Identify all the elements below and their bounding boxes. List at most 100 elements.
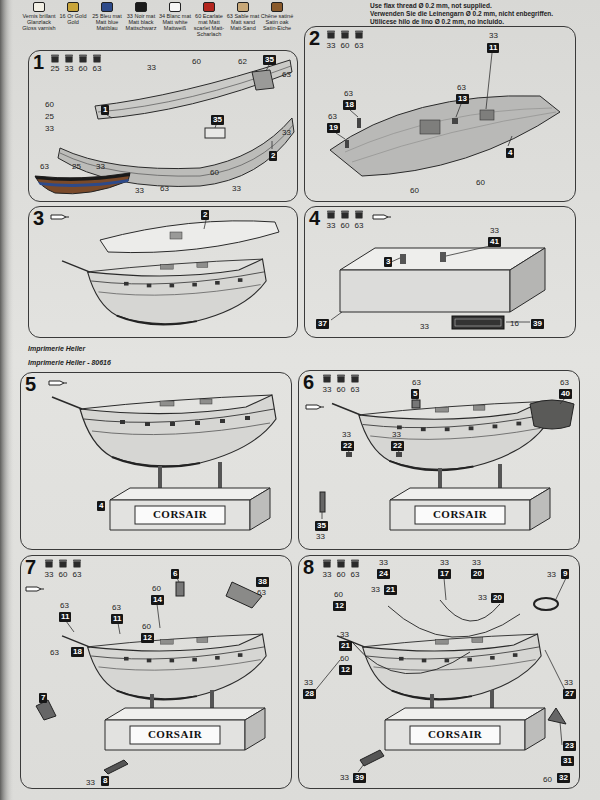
paint-number: 60 [410,186,419,196]
part-number: 31 [563,756,572,765]
step-panel: 2 11 18 19 13 4 [304,26,576,202]
legend-item: 60 Ecarlate mat Matt scarlet Matt-Scharl… [192,0,226,37]
part-callout: 35 [315,521,328,531]
part-number: 2 [271,151,275,160]
part-callout: 13 [456,94,469,104]
part-callout: 23 [563,741,576,751]
paint-number: 63 [351,385,360,395]
paint-number: 33 [45,570,54,580]
part-number: 2 [203,210,207,219]
paint-number: 62 [238,57,247,67]
part-number: 12 [341,665,350,674]
part-callout: 11 [111,614,123,624]
legend-item: 25 Bleu mat Matt blue Mattblau [90,0,124,31]
part-callout: 11 [487,43,499,53]
part-callout: 4 [506,148,514,158]
paint-swatch [33,2,45,12]
step-number: 2 [309,27,320,49]
paint-number: 60 [59,570,68,580]
paint-number: 25 [45,112,54,122]
paint-number: 63 [160,184,169,194]
part-callout: 39 [353,773,366,783]
nameplate-text: CORSAIR [153,508,207,521]
part-callout: 9 [561,569,569,579]
paint-number: 63 [73,570,82,580]
part-number: 41 [490,237,499,246]
paint-number: 60 [210,168,219,178]
legend-text: Vernis brillant Glanzlack Gloss varnish [22,13,56,31]
legend-text: 16 Or Gold Gold [56,13,90,25]
paint-number: 60 [337,570,346,580]
legend-text: 34 Blanc mat Matt white Mattweiß [158,13,192,31]
part-number: 1 [103,105,107,114]
part-number: 14 [153,595,162,604]
paint-number: 60 [152,584,161,594]
thread-note: Utilicese hilo de lino Ø 0.2 mm, no incl… [370,18,504,26]
paint-number: 63 [560,378,569,388]
part-callout: 40 [559,389,572,399]
part-callout: 3 [384,257,392,267]
paint-number: 33 [86,778,95,788]
step-number: 3 [33,207,44,229]
part-number: 40 [561,389,570,398]
legend-item: 34 Blanc mat Matt white Mattweiß [158,0,192,31]
part-callout: 41 [488,237,501,247]
step-number: 1 [33,51,44,73]
part-callout: 32 [557,773,570,783]
legend-text: Chêne satiné Satin oak Satin-Eiche [260,13,294,31]
part-number: 22 [393,441,402,450]
paint-number: 33 [564,678,573,688]
part-number: 12 [335,601,344,610]
paint-number: 33 [327,221,336,231]
part-callout: 22 [391,441,404,451]
nameplate-text: CORSAIR [148,728,202,741]
legend-text: 63 Sable mat Matt sand Matt-Sand [226,13,260,31]
paint-number: 60 [192,57,201,67]
paint-number: 63 [50,648,59,658]
part-callout: 37 [316,319,329,329]
part-number: 4 [99,501,103,510]
part-number: 9 [563,569,567,578]
part-number: 32 [559,773,568,782]
paint-number: 60 [334,590,343,600]
part-callout: 14 [151,595,164,605]
part-callout: 19 [327,123,340,133]
paint-number: 33 [420,322,429,332]
paint-number: 33 [282,128,291,138]
part-number: 35 [317,521,326,530]
paint-number: 33 [96,162,105,172]
part-number: 39 [355,773,364,782]
part-number: 12 [143,633,152,642]
paint-number: 63 [40,162,49,172]
paint-number: 60 [340,654,349,664]
paint-number: 63 [93,64,102,74]
part-number: 11 [61,612,69,621]
paint-number: 63 [60,601,69,611]
paint-number: 60 [142,622,151,632]
paint-swatch [67,2,79,12]
legend-text: 60 Ecarlate mat Matt scarlet Matt-Scharl… [192,13,226,37]
part-number: 8 [103,776,107,785]
part-number: 18 [345,100,354,109]
paint-number: 33 [323,570,332,580]
part-callout: 35 [263,55,276,65]
printer-imprint: Imprimerie Heller - 80616 [28,358,111,368]
step-panel: 32 [28,206,298,338]
part-number: 39 [533,319,542,328]
paint-number: 60 [341,41,350,51]
legend-item: Vernis brillant Glanzlack Gloss varnish [22,0,56,31]
part-callout: 27 [563,689,576,699]
part-number: 24 [379,569,388,578]
thread-note: Use flax thread Ø 0.2 mm, not supplied. [370,2,492,10]
part-callout: 18 [343,100,356,110]
paint-number: 60 [543,775,552,785]
part-callout: 2 [269,151,277,161]
part-number: 20 [473,569,482,578]
part-number: 21 [341,641,350,650]
part-number: 28 [305,689,314,698]
legend-text: 33 Noir mat Matt black Mattschwarz [124,13,158,31]
paint-number: 33 [472,558,481,568]
part-number: 27 [565,689,574,698]
paint-number: 63 [328,112,337,122]
